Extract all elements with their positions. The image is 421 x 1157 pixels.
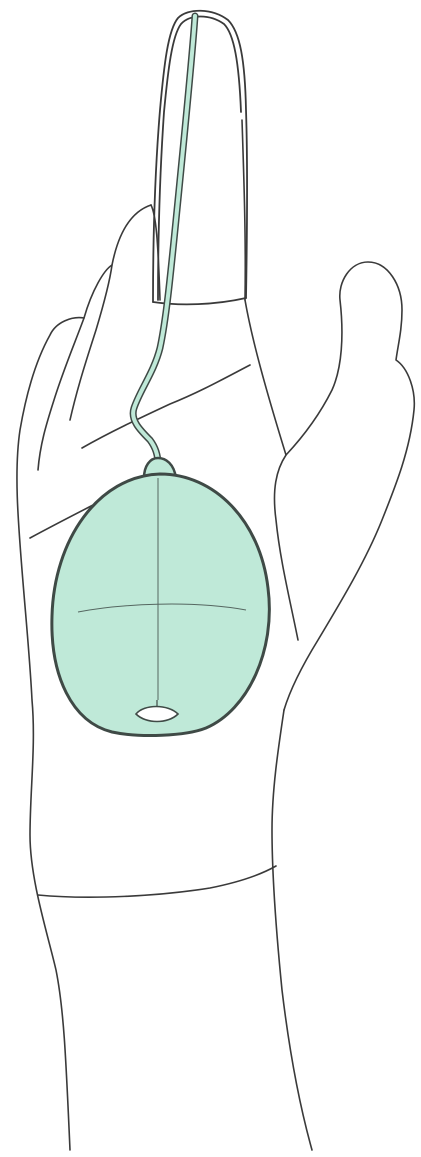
palm-crease-upper xyxy=(82,365,250,448)
finger-line-index xyxy=(70,265,112,420)
bulb-valve xyxy=(136,707,178,722)
thumb-inner-line xyxy=(274,455,298,640)
finger-sleeve xyxy=(153,11,247,305)
hand-right-edge xyxy=(272,710,312,1150)
bulb-body xyxy=(52,474,269,735)
bulb xyxy=(52,458,269,735)
sleeve-outline-outer xyxy=(153,11,247,302)
finger-right-side xyxy=(242,120,245,300)
thumb-outline xyxy=(245,262,414,710)
wrist-crease xyxy=(38,866,276,897)
